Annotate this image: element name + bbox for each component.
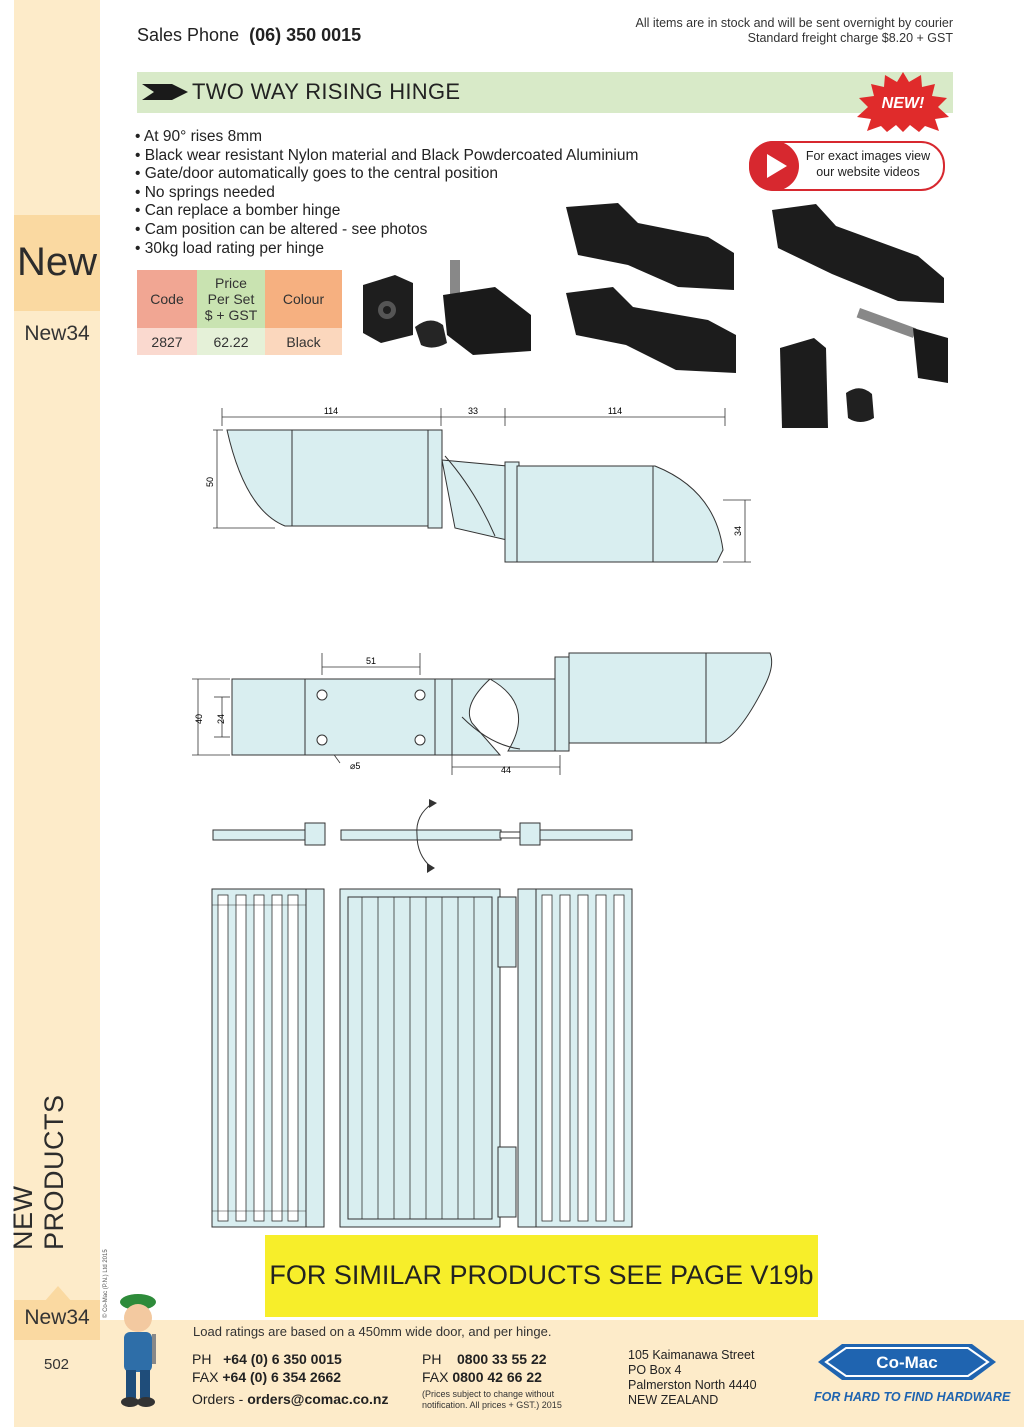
- orders-label: Orders -: [192, 1391, 244, 1407]
- video-link-text[interactable]: For exact images view our website videos: [798, 148, 938, 180]
- feature-item: • Can replace a bomber hinge: [135, 202, 341, 220]
- ph-number: +64 (0) 6 350 0015: [223, 1351, 342, 1367]
- prices-note-2: notification. All prices + GST.) 2015: [422, 1400, 562, 1410]
- similar-products-text: FOR SIMILAR PRODUCTS SEE PAGE V19b: [269, 1260, 814, 1290]
- feature-item: • At 90° rises 8mm: [135, 128, 263, 145]
- feature-item: • No springs needed: [135, 183, 275, 201]
- address-line: Palmerston North 4440: [628, 1378, 757, 1392]
- price-header-line: Per Set: [207, 291, 255, 307]
- section-label: NEW PRODUCTS: [8, 1094, 69, 1250]
- tab-pointer: [44, 1286, 72, 1302]
- dim-51: 51: [366, 656, 376, 666]
- stock-line: All items are in stock and will be sent …: [635, 16, 953, 30]
- ph2-label: PH: [422, 1351, 442, 1367]
- dim-33: 33: [468, 406, 478, 416]
- product-photo-parts: [363, 260, 531, 355]
- prices-note-1: (Prices subject to change without: [422, 1389, 555, 1399]
- sales-phone: (06) 350 0015: [249, 25, 362, 45]
- page-code-bottom-tab: [14, 1300, 100, 1340]
- page-code-bottom: New34: [24, 1306, 90, 1329]
- colour-cell: Black: [265, 328, 342, 355]
- dim-24: 24: [216, 714, 226, 724]
- sales-label: Sales Phone: [137, 25, 240, 45]
- product-photo-cam: [772, 204, 948, 428]
- drawing-top-view: 51 40 24 ⌀5 44: [192, 652, 773, 775]
- product-title: TWO WAY RISING HINGE: [192, 79, 461, 104]
- stock-notice: All items are in stock and will be sent …: [635, 16, 953, 46]
- arrow-icon: [142, 84, 188, 100]
- dim-114-left: 114: [324, 406, 338, 416]
- title-bar: [137, 72, 953, 113]
- new-badge-text: NEW!: [882, 95, 925, 112]
- similar-products-banner: [265, 1235, 818, 1317]
- fax2-label: FAX: [422, 1369, 449, 1385]
- brand-name: Co-Mac: [876, 1353, 937, 1372]
- drawing-side-view: 114 33 114 50 34: [205, 406, 751, 563]
- video-line-2: our website videos: [816, 165, 920, 179]
- tagline: FOR HARD TO FIND HARDWARE: [814, 1390, 1011, 1404]
- address-block: 105 Kaimanawa Street PO Box 4 Palmerston…: [628, 1348, 757, 1408]
- price-cell: 62.22: [197, 328, 265, 355]
- feature-item: • Cam position can be altered - see phot…: [135, 220, 428, 238]
- orders-email[interactable]: orders@comac.co.nz: [247, 1391, 389, 1407]
- dim-hole: ⌀5: [350, 761, 360, 771]
- freephone-block: PH 0800 33 55 22 FAX 0800 42 66 22 (Pric…: [422, 1350, 562, 1411]
- product-photo-hinge: [566, 203, 736, 373]
- dim-114-right: 114: [608, 406, 622, 416]
- price-header: Price Per Set $ + GST: [197, 270, 265, 328]
- ph2-number: 0800 33 55 22: [457, 1351, 547, 1367]
- fax2-number: 0800 42 66 22: [452, 1369, 542, 1385]
- code-header: Code: [137, 270, 197, 328]
- dim-44: 44: [501, 765, 511, 775]
- dim-40: 40: [194, 714, 204, 724]
- comac-logo: Co-Mac: [818, 1344, 996, 1380]
- drawing-swing-plan: [212, 799, 633, 873]
- contact-block: PH +64 (0) 6 350 0015 FAX +64 (0) 6 354 …: [192, 1350, 389, 1408]
- address-line: NEW ZEALAND: [628, 1393, 719, 1407]
- fax-number: +64 (0) 6 354 2662: [222, 1369, 342, 1385]
- code-cell: 2827: [137, 328, 197, 355]
- video-line-1: For exact images view: [805, 149, 931, 163]
- feature-item: • 30kg load rating per hinge: [135, 239, 324, 257]
- load-note: Load ratings are based on a 450mm wide d…: [193, 1324, 552, 1339]
- address-line: 105 Kaimanawa Street: [628, 1348, 755, 1362]
- new-tab-label: New: [16, 240, 98, 284]
- price-table: Code Price Per Set $ + GST Colour 2827 6…: [137, 270, 342, 355]
- mascot-icon: [120, 1294, 156, 1407]
- new-tab: [14, 215, 100, 311]
- drawing-gate-elevation: [211, 888, 633, 1228]
- dim-50: 50: [205, 477, 215, 487]
- price-header-line: $ + GST: [204, 307, 258, 323]
- address-line: PO Box 4: [628, 1363, 682, 1377]
- freight-line: Standard freight charge $8.20 + GST: [747, 31, 953, 45]
- new-badge-icon: NEW!: [857, 72, 949, 132]
- feature-list: • At 90° rises 8mm • Black wear resistan…: [135, 128, 638, 258]
- page-number: 502: [44, 1356, 70, 1373]
- fax-label: FAX: [192, 1369, 219, 1385]
- page-code-top: New34: [24, 322, 90, 345]
- price-header-line: Price: [215, 275, 247, 291]
- play-icon: [767, 154, 787, 178]
- feature-item: • Gate/door automatically goes to the ce…: [135, 165, 498, 183]
- feature-item: • Black wear resistant Nylon material an…: [135, 146, 639, 164]
- sales-phone-line: Sales Phone (06) 350 0015: [137, 25, 361, 46]
- ph-label: PH: [192, 1351, 212, 1367]
- colour-header: Colour: [265, 270, 342, 328]
- dim-34: 34: [733, 526, 743, 536]
